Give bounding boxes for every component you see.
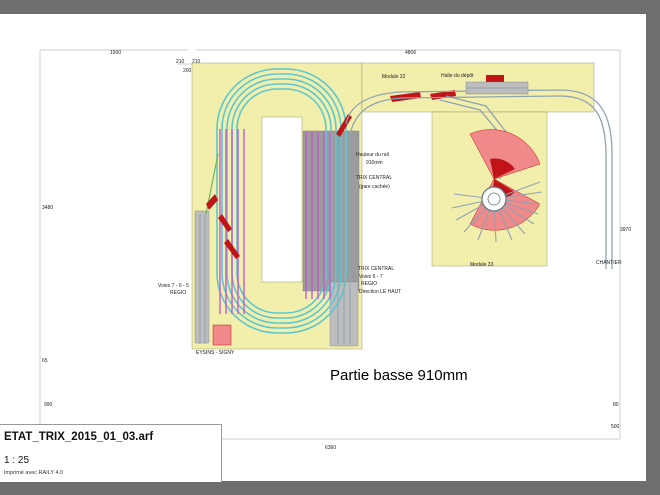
dim-right-height: 3970: [620, 227, 631, 233]
layout-plan: 1500 4806 210 210 200 3480 3970 65 990 6…: [39, 49, 631, 451]
station-tracks: [219, 129, 331, 314]
label-regio-left: REGIO: [170, 290, 186, 296]
dim-left-height: 3480: [42, 205, 53, 211]
label-module-32: Module 32: [382, 74, 406, 80]
label-hauteur-2: 910mm: [366, 160, 383, 166]
hidden-station-left: [194, 210, 210, 344]
dim-right-small-2: 500: [611, 424, 620, 430]
roundhouse: [451, 129, 543, 243]
dim-left-small-2: 990: [44, 402, 53, 408]
label-voies-7-6-5: Voies 7 - 6 - 5: [158, 283, 189, 289]
spur-track: [205, 153, 219, 215]
dim-left-offset: 200: [183, 68, 192, 74]
label-direction: Direction LE HAUT: [359, 289, 401, 295]
dimension-lines: [39, 49, 621, 440]
printed-with-label: Imprimé avec RAILY 4.0: [4, 470, 64, 476]
label-voies-6-7: Voies 6 - 7: [359, 274, 383, 280]
connecting-tracks: [345, 89, 613, 269]
dim-gap-2: 210: [192, 59, 201, 65]
label-chantier: CHANTIER: [596, 260, 622, 266]
label-hauteur-1: Hauteur du rail: [356, 152, 389, 158]
label-module-33: Module 33: [470, 262, 494, 268]
dim-left-small-1: 65: [42, 358, 48, 364]
file-name: ETAT_TRIX_2015_01_03.arf: [4, 431, 154, 443]
label-regio: REGIO: [361, 281, 377, 287]
label-trix-central-2: TRIX CENTRAL: [358, 266, 394, 272]
hidden-tracks: [199, 134, 351, 344]
dim-bottom: 6360: [325, 445, 336, 451]
dim-right-small-1: 80: [613, 402, 619, 408]
label-trix-central: TRIX CENTRAL: [356, 175, 392, 181]
title-block: ETAT_TRIX_2015_01_03.arf 1 : 25 Imprimé …: [0, 424, 222, 482]
station-platform: [212, 324, 232, 346]
plan-title: Partie basse 910mm: [330, 367, 468, 384]
dim-top-right: 4806: [405, 50, 416, 56]
scale-label: 1 : 25: [4, 455, 30, 466]
dim-gap-1: 210: [176, 59, 185, 65]
label-gare-cachee: (gare cachée): [359, 184, 390, 190]
baseboard-hole: [261, 116, 303, 283]
drawing-sheet: 1500 4806 210 210 200 3480 3970 65 990 6…: [0, 14, 646, 482]
dim-top-left: 1500: [110, 50, 121, 56]
label-halte: Halte du dépôt: [441, 73, 474, 79]
label-eysins: EYSINS - SIGNY: [196, 350, 235, 356]
